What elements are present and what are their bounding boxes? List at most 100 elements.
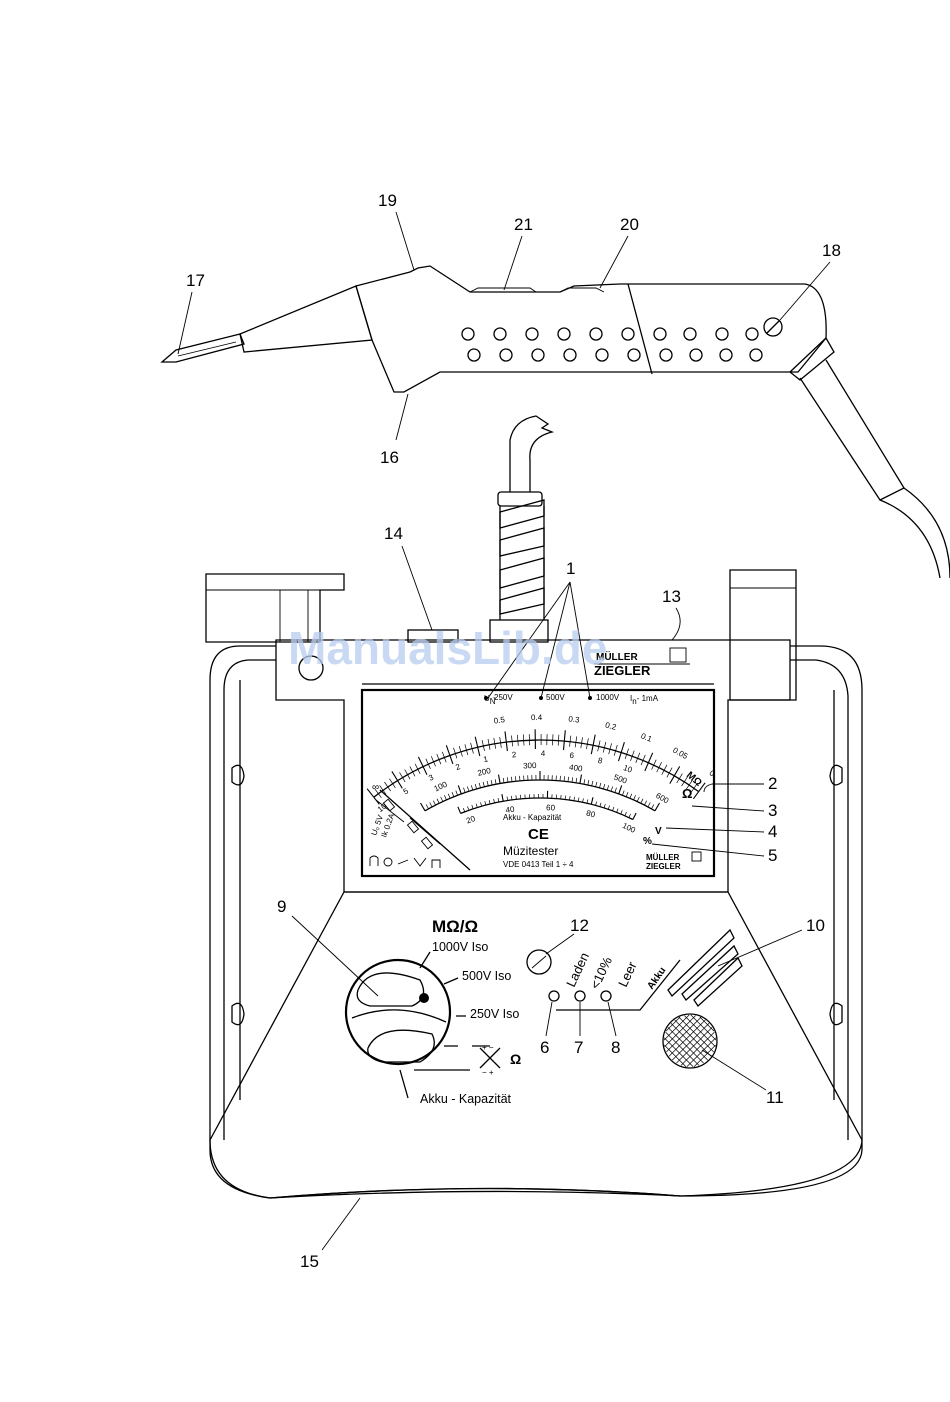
- akku-scale-label: Akku - Kapazität: [503, 813, 562, 822]
- scale-tick: [454, 748, 456, 754]
- probe-hole: [494, 328, 506, 340]
- scale-tick: [476, 804, 477, 808]
- scale-tick: [564, 741, 565, 750]
- scale-tick: [643, 755, 645, 761]
- probe-hole: [590, 328, 602, 340]
- strain-relief-sides: [500, 506, 544, 620]
- scale-tick: [603, 784, 604, 789]
- scale-tick: [418, 757, 423, 767]
- scale-tick: [582, 737, 583, 743]
- leader-6: [546, 1002, 552, 1036]
- range-1000v: 1000V Iso: [432, 940, 488, 954]
- scale-tick: [502, 794, 503, 801]
- scale-tick: [464, 788, 466, 793]
- scale-tick: [616, 745, 618, 751]
- scale-tick: [448, 794, 450, 799]
- scale-label: 0.3: [568, 714, 581, 724]
- scale-tick: [475, 784, 476, 789]
- hatch-line: [664, 1038, 693, 1067]
- probe-hole: [596, 349, 608, 361]
- scale-tick: [413, 772, 415, 776]
- front-panel: [210, 892, 862, 1198]
- brand-face-line-1: MÜLLER: [646, 853, 680, 862]
- probe-cable-boot: [790, 338, 834, 380]
- ohm-minus: − +: [482, 1068, 494, 1077]
- scale-label: 0: [708, 768, 717, 778]
- leader-19: [396, 212, 414, 270]
- scale-ticks: [367, 729, 705, 819]
- scale-tick: [578, 798, 579, 802]
- scale-label: 300: [523, 761, 537, 771]
- callout-9: 9: [277, 897, 286, 916]
- callout-3: 3: [768, 801, 777, 820]
- scale-tick: [664, 765, 667, 770]
- callout-4: 4: [768, 822, 777, 841]
- scale-tick: [584, 779, 585, 784]
- scale-tick: [495, 744, 496, 749]
- scale-tick: [400, 772, 403, 777]
- housing-inner-rim: [224, 660, 848, 1140]
- knob-indicator: [419, 993, 429, 1003]
- hatch-line: [684, 1016, 715, 1047]
- vent-slots: [668, 930, 742, 1006]
- probe-hole: [462, 328, 474, 340]
- fuse-holder-slot: [532, 956, 546, 968]
- in-label: In- 1mA: [630, 694, 659, 706]
- scale-tick: [677, 779, 680, 783]
- leader-8: [608, 1002, 616, 1036]
- scale-label: 8: [597, 756, 604, 766]
- scale-label: 4: [541, 749, 546, 758]
- scale-tick: [452, 792, 454, 797]
- scale-tick: [570, 742, 571, 747]
- scale-label: 400: [568, 763, 583, 774]
- callout-12: 12: [570, 916, 589, 935]
- scale-tick: [572, 777, 573, 782]
- callout-16: 16: [380, 448, 399, 467]
- leader-10: [718, 930, 802, 966]
- scale-label: 200: [477, 766, 493, 778]
- scale-tick: [380, 785, 384, 790]
- knob-grip-upper: [357, 973, 423, 1006]
- meter-face: UN - 250V 500V 1000V In- 1mA MÜLLER ZIEG…: [367, 648, 717, 871]
- scale-tick: [421, 803, 426, 811]
- scale-tick: [615, 788, 617, 793]
- scale-tick: [654, 760, 657, 765]
- scale-tick: [495, 779, 496, 784]
- scale-tick: [430, 803, 432, 807]
- scale-tick: [625, 812, 627, 816]
- front-controls: MΩ/Ω 1000V Iso 500V Iso 250V Iso Ω Akku …: [346, 917, 742, 1106]
- scale-tick: [669, 768, 672, 773]
- leader-12: [546, 934, 574, 954]
- leader-21: [504, 236, 522, 290]
- scale-tick: [507, 777, 508, 782]
- unit-ohm: Ω: [682, 786, 692, 801]
- scale-tick: [674, 766, 679, 775]
- callout-18: 18: [822, 241, 841, 260]
- callout-11: 11: [766, 1088, 784, 1107]
- scale-tick: [467, 750, 468, 755]
- range-knob[interactable]: [346, 960, 450, 1064]
- scale-tick: [644, 801, 646, 806]
- scale-tick: [645, 763, 649, 771]
- scale-tick: [431, 756, 433, 762]
- scale-tick: [621, 810, 623, 814]
- probe-hole: [500, 349, 512, 361]
- probe-hole: [750, 349, 762, 361]
- callout-8: 8: [611, 1038, 620, 1057]
- scale-label: 10: [622, 763, 634, 775]
- probe-slider: [560, 288, 604, 292]
- scale-tick: [633, 813, 636, 820]
- scale-tick: [638, 753, 640, 759]
- cable-end: [510, 416, 552, 492]
- symbol-row: [370, 856, 440, 868]
- scale-tick: [506, 742, 507, 751]
- scale-tick: [576, 778, 577, 783]
- probe-hole: [720, 349, 732, 361]
- housing-inner-rim-2: [240, 680, 834, 1100]
- led-leer: [601, 991, 611, 1001]
- scale-tick: [575, 742, 576, 747]
- scale-tick: [657, 768, 659, 773]
- callout-20: 20: [620, 215, 639, 234]
- scale-tick: [619, 785, 622, 794]
